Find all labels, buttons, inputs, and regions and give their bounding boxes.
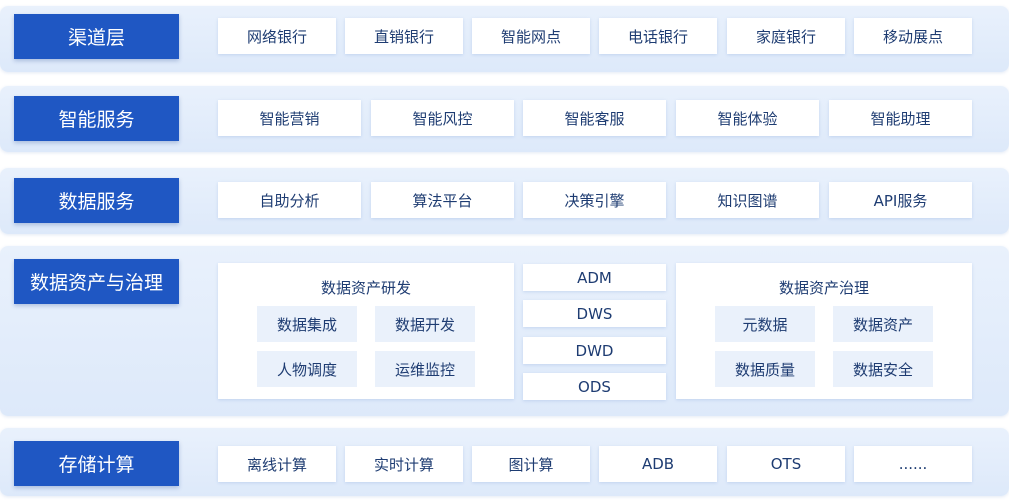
asset-dev-item-integration[interactable]: 数据集成 bbox=[257, 306, 357, 342]
smart-item-assistant[interactable]: 智能助理 bbox=[829, 100, 972, 136]
smart-item-marketing[interactable]: 智能营销 bbox=[218, 100, 361, 136]
layer-dws[interactable]: DWS bbox=[523, 300, 666, 327]
channel-item-phone-bank[interactable]: 电话银行 bbox=[599, 18, 717, 54]
asset-gov-item-metadata[interactable]: 元数据 bbox=[715, 306, 815, 342]
channel-item-smart-branch[interactable]: 智能网点 bbox=[472, 18, 590, 54]
asset-gov-panel: 数据资产治理 元数据 数据资产 数据质量 数据安全 bbox=[676, 263, 972, 399]
data-service-item-self-analysis[interactable]: 自助分析 bbox=[218, 182, 361, 218]
channel-item-home-bank[interactable]: 家庭银行 bbox=[727, 18, 845, 54]
asset-dev-item-scheduling[interactable]: 人物调度 bbox=[257, 351, 357, 387]
channel-item-direct-bank[interactable]: 直销银行 bbox=[345, 18, 463, 54]
data-service-item-api-service[interactable]: API服务 bbox=[829, 182, 972, 218]
layer-adm[interactable]: ADM bbox=[523, 264, 666, 291]
storage-item-adb[interactable]: ADB bbox=[599, 446, 717, 482]
asset-gov-title: 数据资产治理 bbox=[778, 279, 869, 297]
layer-ods[interactable]: ODS bbox=[523, 373, 666, 400]
smart-item-customer-service[interactable]: 智能客服 bbox=[523, 100, 666, 136]
storage-label: 存储计算 bbox=[14, 441, 179, 486]
asset-gov-item-asset[interactable]: 数据资产 bbox=[833, 306, 933, 342]
asset-dev-item-ops-monitor[interactable]: 运维监控 bbox=[375, 351, 475, 387]
asset-dev-panel: 数据资产研发 数据集成 数据开发 人物调度 运维监控 bbox=[218, 263, 514, 399]
asset-dev-item-development[interactable]: 数据开发 bbox=[375, 306, 475, 342]
channel-item-mobile-point[interactable]: 移动展点 bbox=[854, 18, 972, 54]
data-service-item-algorithm-platform[interactable]: 算法平台 bbox=[371, 182, 514, 218]
data-service-item-decision-engine[interactable]: 决策引擎 bbox=[523, 182, 666, 218]
channel-layer-label: 渠道层 bbox=[14, 14, 179, 59]
data-service-label: 数据服务 bbox=[14, 178, 179, 223]
storage-item-graph[interactable]: 图计算 bbox=[472, 446, 590, 482]
storage-item-realtime[interactable]: 实时计算 bbox=[345, 446, 463, 482]
storage-item-more[interactable]: ...... bbox=[854, 446, 972, 482]
smart-service-label: 智能服务 bbox=[14, 96, 179, 141]
storage-item-ots[interactable]: OTS bbox=[727, 446, 845, 482]
asset-gov-item-quality[interactable]: 数据质量 bbox=[715, 351, 815, 387]
data-service-item-knowledge-graph[interactable]: 知识图谱 bbox=[676, 182, 819, 218]
smart-item-risk-control[interactable]: 智能风控 bbox=[371, 100, 514, 136]
layer-dwd[interactable]: DWD bbox=[523, 337, 666, 364]
data-asset-label: 数据资产与治理 bbox=[14, 259, 179, 304]
asset-gov-item-security[interactable]: 数据安全 bbox=[833, 351, 933, 387]
smart-item-experience[interactable]: 智能体验 bbox=[676, 100, 819, 136]
storage-item-offline[interactable]: 离线计算 bbox=[218, 446, 336, 482]
asset-dev-title: 数据资产研发 bbox=[320, 279, 411, 297]
channel-item-online-bank[interactable]: 网络银行 bbox=[218, 18, 336, 54]
